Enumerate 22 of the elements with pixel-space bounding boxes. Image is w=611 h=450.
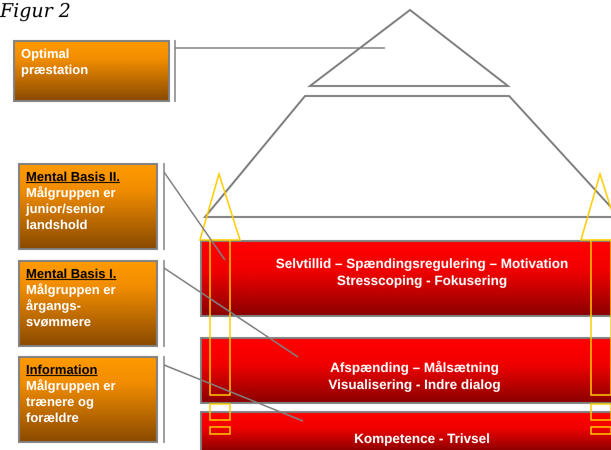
box-text: Målgruppen er junior/senior landshold (26, 185, 117, 233)
box-heading: Mental Basis I. (26, 266, 118, 282)
leader-line (164, 267, 298, 358)
box-heading: Mental Basis II. (26, 169, 121, 185)
leader-line (175, 47, 385, 49)
level-band (200, 411, 611, 450)
box-heading: Information (26, 362, 98, 378)
level-band (200, 240, 611, 317)
label-box (18, 163, 158, 250)
leader-line (163, 172, 226, 260)
level-band (200, 337, 611, 404)
figure-title: Figur 2 (0, 0, 71, 22)
box-text: Målgruppen er årgangs-svømmere (26, 282, 117, 330)
band-text: Kompetence - Trivsel (353, 430, 491, 447)
band-text: Selvtillid – Spændingsregulering – Motivation Stresscoping - Fokusering (274, 255, 570, 289)
box-text: Målgruppen er trænere og forældre (26, 378, 117, 426)
label-box (18, 260, 158, 347)
band-text: Afspænding – Målsætning Visualisering - Indre dialog (327, 359, 502, 393)
box-text: Optimal præstation (21, 46, 90, 78)
leader-line (164, 364, 304, 422)
label-box (13, 40, 170, 102)
label-box (18, 356, 158, 443)
